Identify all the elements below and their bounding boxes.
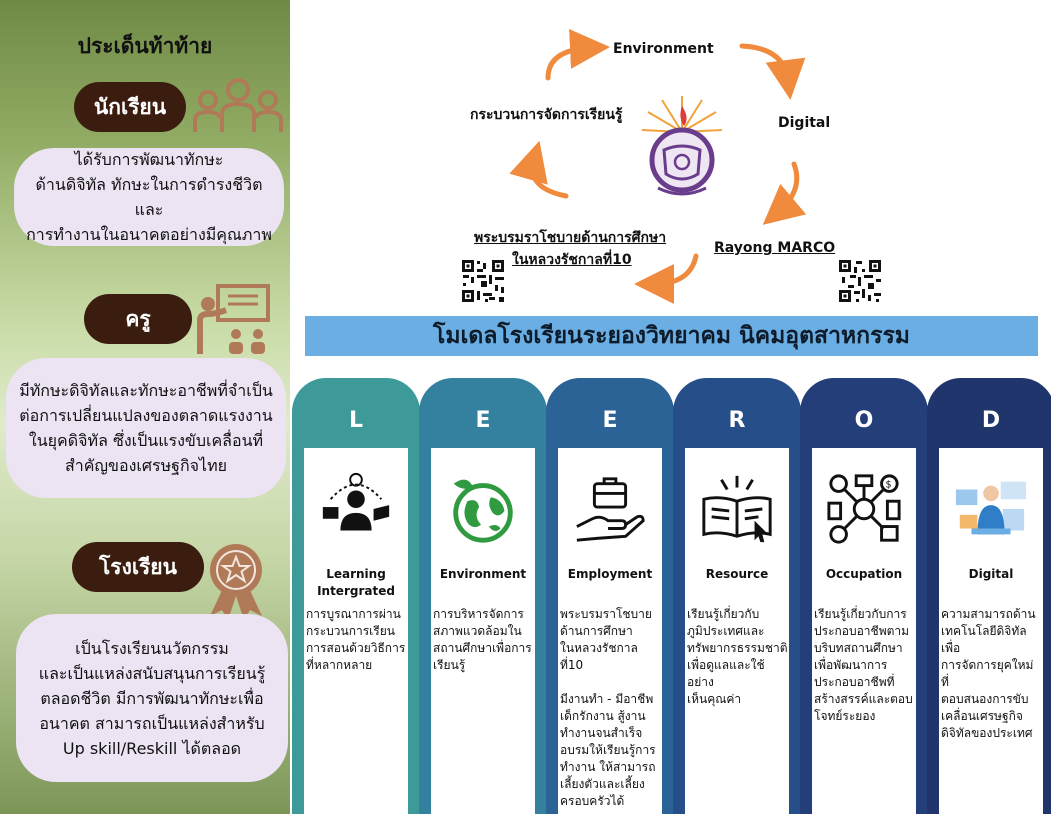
column-card: $ Occupation เรียนรู้เกี่ยวกับการประกอบอาช…	[812, 448, 916, 814]
svg-text:$: $	[885, 480, 891, 491]
people-group-icon	[193, 78, 283, 132]
school-logo-icon	[641, 96, 723, 196]
school-label: โรงเรียน	[72, 542, 204, 592]
globe-icon	[444, 470, 522, 548]
teacher-label: ครู	[84, 294, 192, 344]
occupation-icon: $	[825, 470, 903, 548]
column-description: การบริหารจัดการสภาพแวดล้อมในสถานศึกษาเพื…	[433, 607, 532, 672]
teacher-challenge: มีทักษะดิจิทัลและทักษะอาชีพที่จำเป็น ต่อ…	[6, 358, 286, 498]
school-challenge: เป็นโรงเรียนนวัตกรรม และเป็นแหล่งสนับสนุ…	[16, 614, 288, 782]
model-title-banner: โมเดลโรงเรียนระยองวิทยาคม นิคมอุตสาหกรรม	[305, 316, 1038, 356]
column-name: Occupation	[825, 567, 903, 581]
open-book-icon	[698, 470, 776, 548]
arrow-to-environment	[545, 28, 610, 81]
cycle-digital: Digital	[778, 115, 831, 131]
briefcase-hand-icon	[571, 470, 649, 548]
leerod-column: D Digital ความสามารถด้านเทคโนโลยีดิจิทัลเพ…	[927, 378, 1051, 814]
column-card: Employment พระบรมราโชบายด้านการศึกษาในหลว…	[558, 448, 662, 814]
column-letter: E	[602, 408, 618, 433]
column-letter: D	[981, 408, 1001, 433]
arrow-to-digital	[739, 43, 806, 100]
cycle-rayong-marco: Rayong MARCO	[714, 240, 836, 256]
column-card: Resource เรียนรู้เกี่ยวกับภูมิประเทศและท…	[685, 448, 789, 814]
student-label: นักเรียน	[74, 82, 186, 132]
award-badge-icon	[210, 544, 262, 620]
leerod-column: O $ Occupation เรียนรู้เกี่ยวกับการประกอบอา…	[800, 378, 928, 814]
column-card: Environment การบริหารจัดการสภาพแวดล้อมในส…	[431, 448, 535, 814]
teacher-board-icon	[197, 284, 270, 354]
cycle-learning-process: กระบวนการจัดการเรียนรู้	[470, 107, 623, 123]
column-description: การบูรณาการผ่านกระบวนการเรียนการสอนด้วยว…	[306, 607, 406, 672]
cycle-environment: Environment	[613, 41, 714, 57]
digital-icon	[952, 470, 1030, 548]
arrow-to-rayong	[762, 161, 807, 225]
column-letter: O	[854, 408, 874, 433]
column-card: Digital ความสามารถด้านเทคโนโลยีดิจิทัลเพื…	[939, 448, 1043, 814]
arrow-to-policy	[634, 253, 699, 304]
learning-icon	[317, 470, 395, 548]
qr-code-left-icon	[461, 259, 505, 303]
column-name: Employment	[567, 567, 653, 581]
cycle-arrows	[509, 28, 807, 304]
column-description: เรียนรู้เกี่ยวกับการประกอบอาชีพตามบริบทส…	[814, 607, 913, 723]
column-letter: L	[348, 408, 364, 433]
leerod-column: E Employment พระบรมราโชบายด้านการศึกษาในหล…	[546, 378, 674, 814]
cycle-policy-line1: พระบรมราโชบายด้านการศึกษา	[474, 230, 667, 246]
qr-code-right-icon	[838, 259, 882, 303]
challenges-title: ประเด็นท้าท้าย	[77, 34, 213, 58]
arrow-to-learning	[509, 140, 569, 199]
column-letter: R	[728, 408, 746, 433]
column-name: Resource	[705, 567, 769, 581]
student-challenge: ได้รับการพัฒนาทักษะ ด้านดิจิทัล ทักษะในก…	[14, 148, 284, 246]
column-name: Digital	[968, 567, 1014, 581]
column-letter: E	[475, 408, 491, 433]
leerod-column: E Environment การบริหารจัดการสภาพแวดล้อมใน…	[419, 378, 547, 814]
challenges-panel: ประเด็นท้าท้าย นักเรียน ได้รับการพัฒนาทั…	[0, 0, 290, 814]
column-description: ความสามารถด้านเทคโนโลยีดิจิทัลเพื่อการจั…	[941, 607, 1036, 740]
leerod-column: R Resource เรียนรู้เกี่ยวกับภูมิประเทศและ…	[673, 378, 801, 814]
column-description: เรียนรู้เกี่ยวกับภูมิประเทศและทรัพยากรธร…	[687, 607, 788, 706]
cycle-policy-line2: ในหลวงรัชกาลที่10	[512, 252, 632, 268]
column-name: Environment	[439, 567, 527, 581]
column-description: พระบรมราโชบายด้านการศึกษาในหลวงรัชกาลที่…	[560, 607, 656, 808]
